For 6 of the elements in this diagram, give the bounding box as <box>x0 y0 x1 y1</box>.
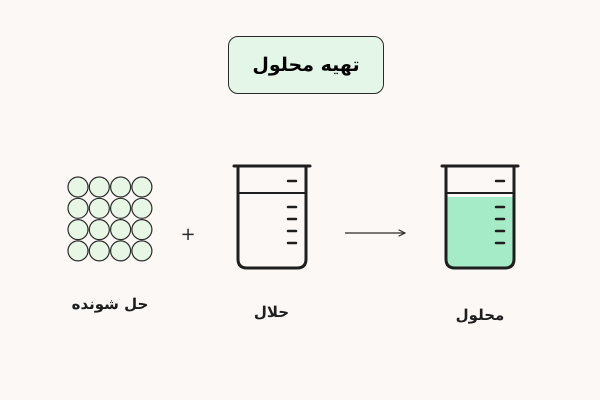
node-label: محلول <box>454 306 506 324</box>
title-banner: تهیه محلول <box>228 36 384 94</box>
plus-sign: + <box>179 224 197 245</box>
node-label: حل شونده <box>70 295 150 313</box>
arrow <box>345 229 406 237</box>
node-label: حلال <box>252 303 290 321</box>
